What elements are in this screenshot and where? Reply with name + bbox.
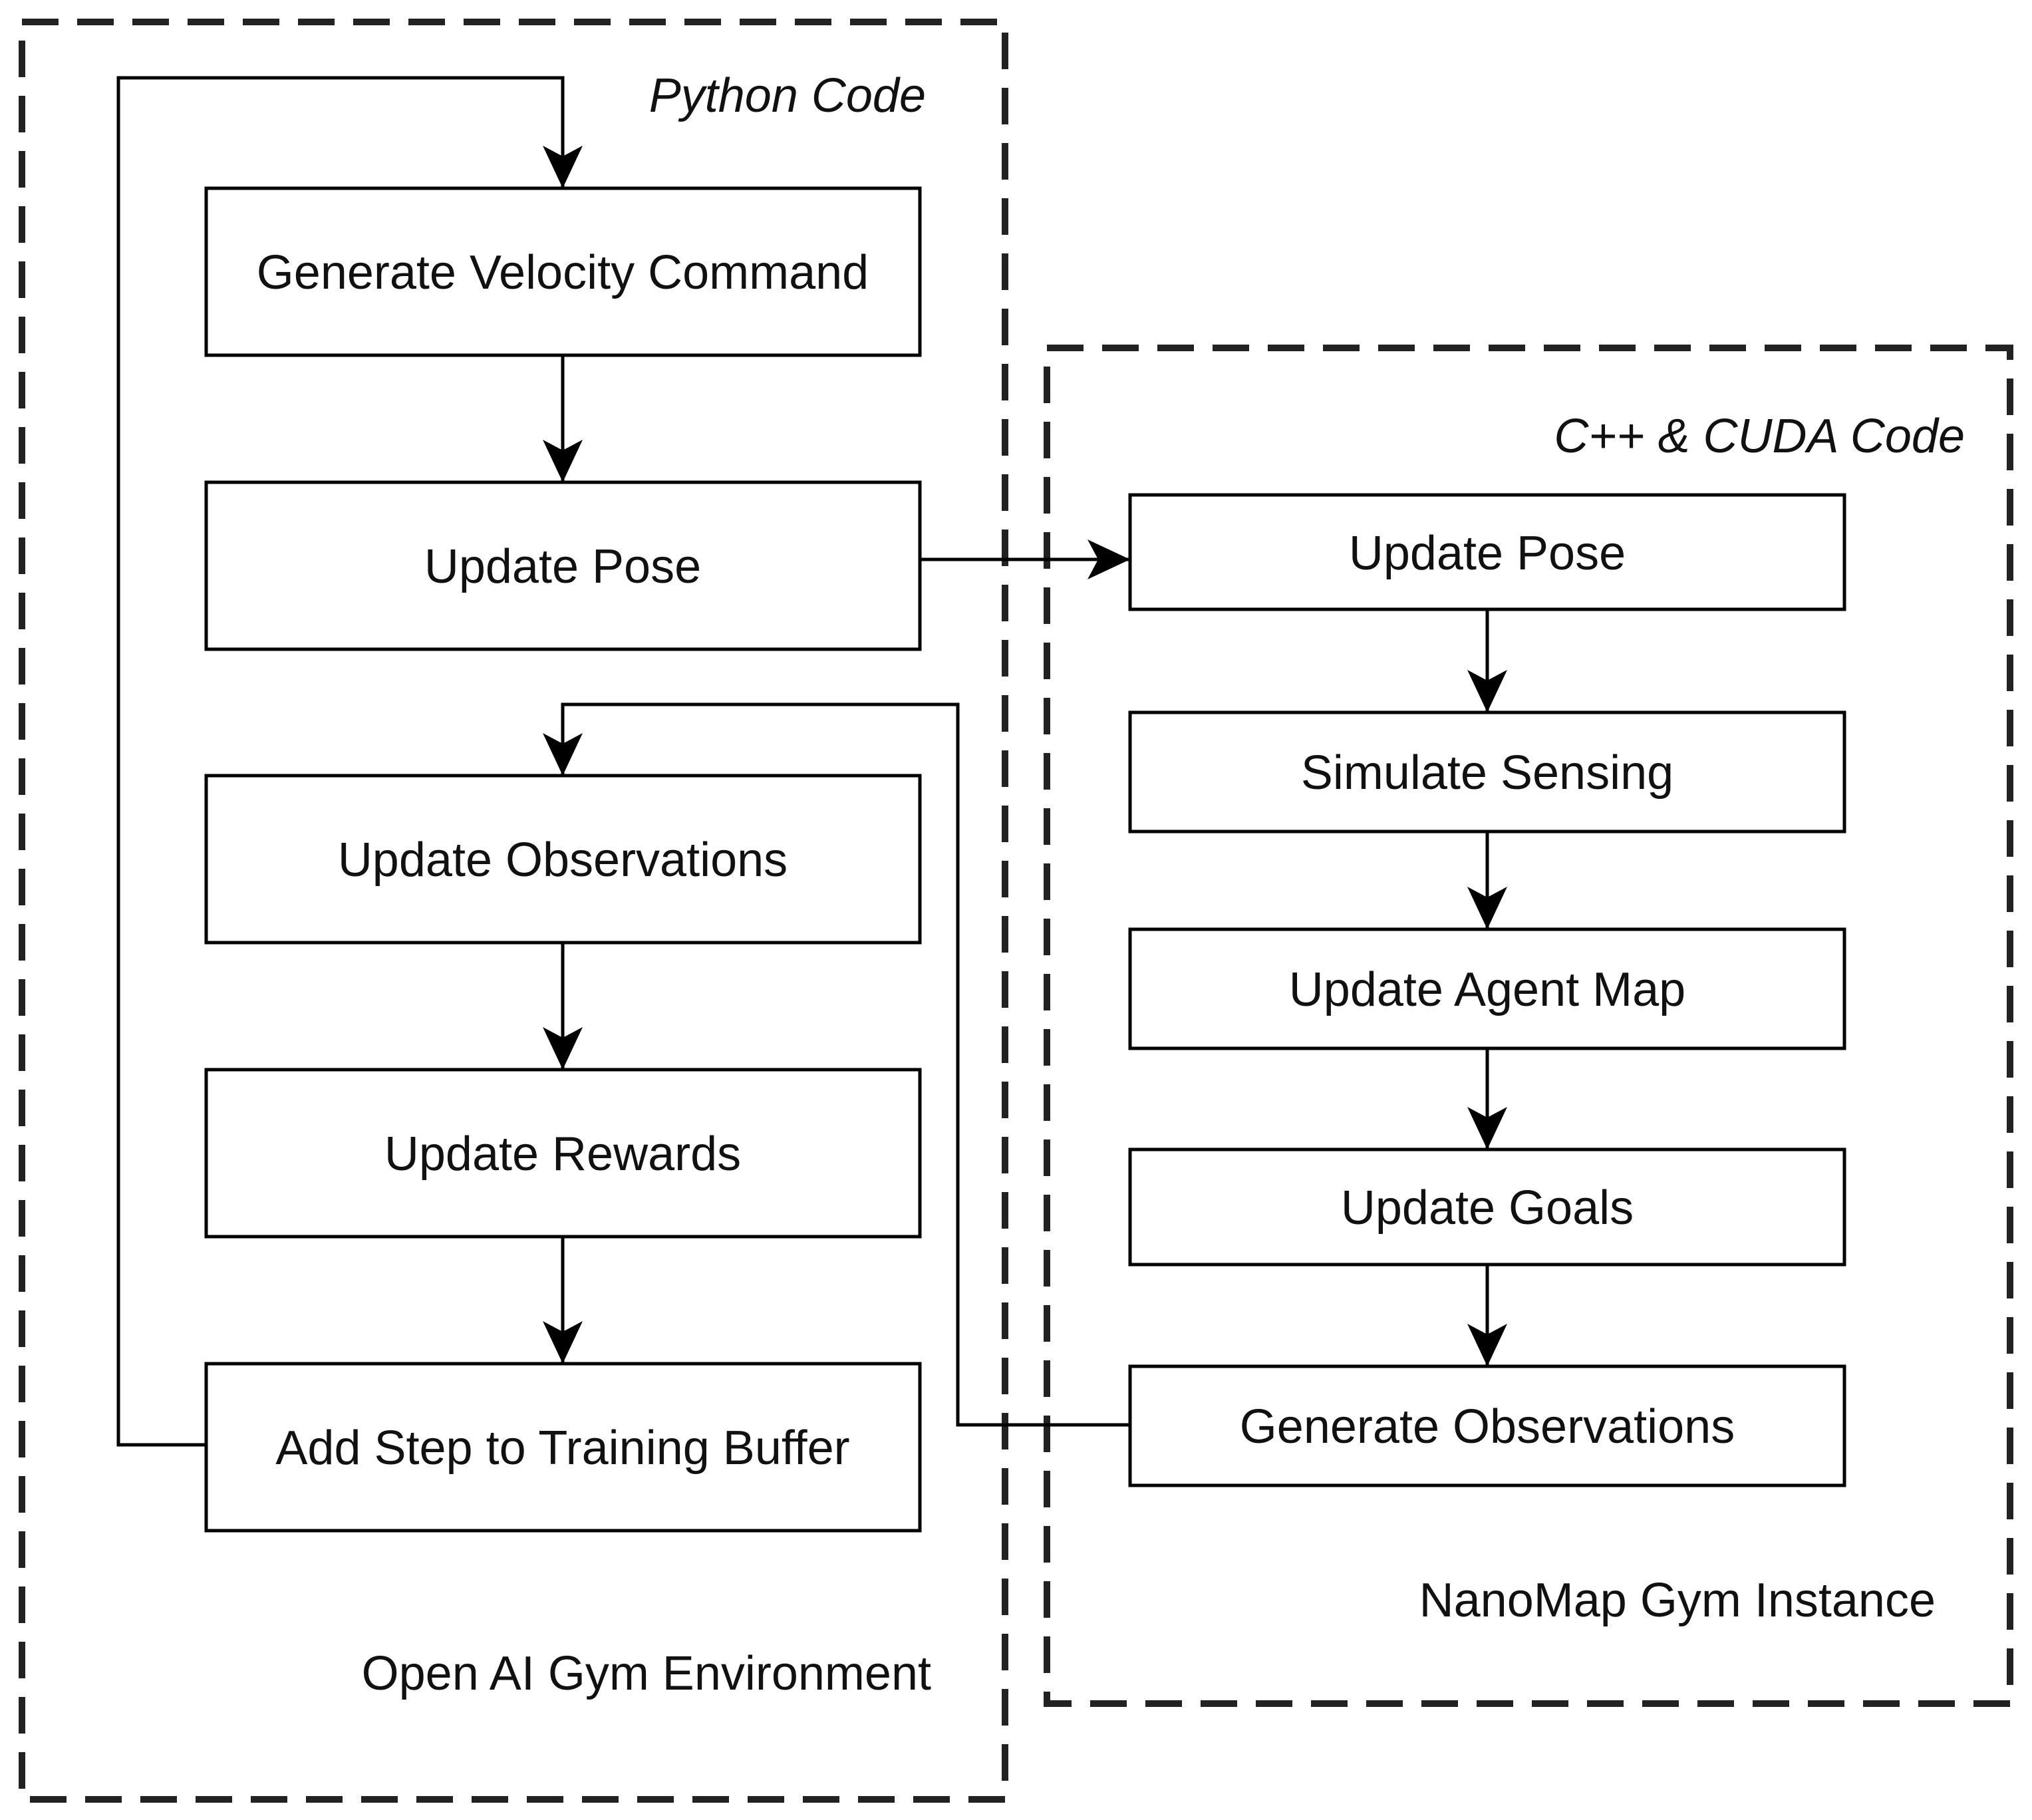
- node-generate-observations: Generate Observations: [1128, 1364, 1846, 1487]
- cpp-group-title: C++ & CUDA Code: [1554, 410, 1965, 463]
- python-group-title: Python Code: [649, 69, 926, 122]
- node-label: Update Agent Map: [1289, 963, 1685, 1016]
- node-simulate-sensing: Simulate Sensing: [1128, 710, 1846, 834]
- node-update-observations: Update Observations: [204, 774, 922, 945]
- node-update-pose-cpp: Update Pose: [1128, 493, 1846, 611]
- node-update-pose-python: Update Pose: [204, 480, 922, 651]
- node-label: Update Pose: [1349, 527, 1626, 580]
- node-label: Update Goals: [1341, 1181, 1634, 1235]
- node-generate-velocity-command: Generate Velocity Command: [204, 186, 922, 357]
- edge-generate-observations-to-update-observations: [543, 702, 1130, 1427]
- cpp-group-label: NanoMap Gym Instance: [1419, 1574, 1936, 1627]
- node-update-agent-map: Update Agent Map: [1128, 927, 1846, 1050]
- node-label: Generate Observations: [1240, 1400, 1735, 1453]
- node-update-rewards: Update Rewards: [204, 1068, 922, 1239]
- edge-loop-to-velocity-command: [116, 76, 583, 1447]
- node-label: Update Observations: [338, 834, 788, 887]
- node-label: Generate Velocity Command: [257, 246, 869, 299]
- node-update-goals: Update Goals: [1128, 1147, 1846, 1267]
- node-label: Update Pose: [424, 540, 701, 593]
- python-group-label: Open AI Gym Environment: [362, 1647, 931, 1700]
- python-code-group: Python Code Open AI Gym Environment: [19, 19, 1008, 1803]
- node-label: Simulate Sensing: [1301, 746, 1673, 800]
- node-add-step-to-training-buffer: Add Step to Training Buffer: [204, 1362, 922, 1533]
- node-label: Update Rewards: [384, 1128, 741, 1181]
- cpp-cuda-code-group: C++ & CUDA Code NanoMap Gym Instance: [1044, 345, 2013, 1707]
- node-label: Add Step to Training Buffer: [275, 1422, 849, 1475]
